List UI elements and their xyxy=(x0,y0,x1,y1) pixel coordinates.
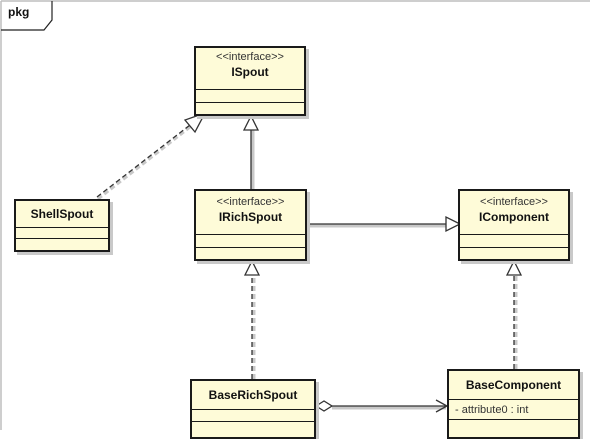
operations-compartment xyxy=(460,248,568,259)
edge-irichspout-icomponent xyxy=(307,215,462,233)
class-shellspout[interactable]: ShellSpout xyxy=(14,199,110,252)
package-frame xyxy=(0,0,590,430)
aggregation-diamond xyxy=(314,400,334,412)
class-ispout[interactable]: <<interface>> ISpout xyxy=(194,46,306,116)
operations-compartment xyxy=(196,248,305,259)
class-name: BaseComponent xyxy=(465,378,562,392)
class-basecomponent[interactable]: BaseComponent - attribute0 : int xyxy=(447,369,580,439)
attributes-compartment xyxy=(460,235,568,248)
class-name: ISpout xyxy=(231,65,269,79)
attributes-compartment xyxy=(196,235,305,248)
edge-baserichspout-basecomponent xyxy=(314,399,449,413)
stereotype-label: <<interface>> xyxy=(216,196,285,208)
operations-compartment xyxy=(192,422,314,434)
edge-shellspout-ispout xyxy=(96,111,207,201)
edge-baserichspout-irichspout xyxy=(243,259,261,379)
diagram-canvas xyxy=(0,0,590,430)
operations-compartment xyxy=(196,103,304,114)
edge-irichspout-ispout xyxy=(242,114,260,189)
attributes-compartment xyxy=(192,410,314,422)
generalization-arrowhead xyxy=(445,215,462,233)
attribute-item: - attribute0 : int xyxy=(455,404,529,416)
package-tab-outline xyxy=(1,1,53,31)
package-label: pkg xyxy=(8,5,30,19)
class-name: IRichSpout xyxy=(218,210,283,224)
class-name: IComponent xyxy=(479,210,549,224)
operations-compartment xyxy=(16,239,108,250)
attributes-compartment xyxy=(16,228,108,239)
class-name: ShellSpout xyxy=(30,207,94,221)
realization-arrowhead xyxy=(243,259,261,276)
stereotype-label: <<interface>> xyxy=(216,51,284,63)
class-irichspout[interactable]: <<interface>> IRichSpout xyxy=(194,189,307,261)
class-icomponent[interactable]: <<interface>> IComponent xyxy=(458,189,570,261)
attributes-compartment: - attribute0 : int xyxy=(449,400,578,420)
realization-arrowhead xyxy=(505,259,523,276)
class-name: BaseRichSpout xyxy=(208,388,298,402)
operations-compartment xyxy=(449,420,578,432)
edge-basecomponent-icomponent xyxy=(505,259,523,369)
generalization-arrowhead xyxy=(242,114,260,131)
attributes-compartment xyxy=(196,90,304,103)
realization-arrowhead xyxy=(183,111,207,134)
stereotype-label: <<interface>> xyxy=(480,196,548,208)
class-baserichspout[interactable]: BaseRichSpout xyxy=(190,379,316,439)
